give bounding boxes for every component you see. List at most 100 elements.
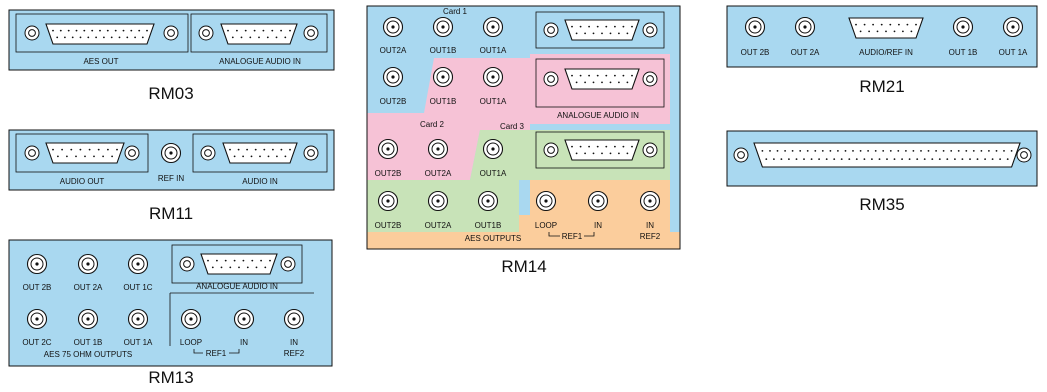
screw-icon (303, 25, 319, 41)
dsub-pin (244, 29, 247, 32)
dsub-pin (276, 155, 278, 158)
dsub-pin (961, 158, 964, 161)
dsub-pin (79, 36, 82, 39)
bnc-connector-icon (77, 308, 99, 330)
dsub-pin (898, 23, 900, 26)
label-c3-out2b: OUT2B (375, 221, 402, 230)
dsub-pin (91, 29, 94, 32)
dsub-pin (571, 74, 573, 77)
dsub-pin (905, 150, 907, 152)
dsub-pin (126, 36, 129, 39)
dsub-pin (70, 148, 73, 151)
dsub-connector-icon (222, 142, 298, 164)
dsub-pin (596, 25, 599, 28)
bnc-connector-icon (639, 190, 661, 212)
dsub-pin (984, 158, 986, 161)
dsub-pin (57, 155, 59, 158)
dsub-pin (609, 32, 612, 35)
rm03-analogue-box (190, 13, 328, 53)
screw-icon (1016, 147, 1032, 163)
dsub-pin (267, 155, 270, 158)
dsub-pin (110, 36, 113, 39)
label-out-1b: OUT 1B (74, 338, 103, 347)
dsub-pin (855, 23, 857, 26)
dsub-pin (141, 36, 144, 39)
dsub-pin (833, 158, 836, 161)
dsub-pin (571, 145, 573, 148)
dsub-pin (584, 152, 586, 155)
label-c3-out1a: OUT1A (480, 169, 507, 178)
dsub-pin (263, 148, 266, 151)
dsub-connector-icon (200, 253, 278, 275)
bnc-connector-icon (127, 308, 149, 330)
dsub-pin (130, 29, 133, 32)
dsub-pin (923, 158, 926, 161)
dsub-connector-icon (753, 142, 1021, 168)
bnc-connector-icon (432, 66, 454, 88)
label-ref1: REF1 (562, 232, 583, 241)
dsub-connector-icon (848, 17, 924, 39)
label-aes-75-ohm-outputs: AES 75 OHM OUTPUTS (44, 350, 132, 359)
dsub-pin (253, 29, 256, 32)
dsub-pin (75, 29, 78, 32)
dsub-pin (927, 150, 930, 152)
dsub-pin (106, 29, 109, 32)
dsub-pin (1006, 158, 1009, 161)
dsub-pin (859, 150, 862, 152)
panel-rm03: AES OUT ANALOGUE AUDIO IN RM03 (8, 9, 335, 103)
dsub-pin (231, 36, 234, 39)
dsub-pin (579, 145, 582, 148)
dsub-pin (67, 29, 70, 32)
dsub-pin (56, 36, 59, 39)
dsub-pin (609, 81, 612, 84)
rm14-dsub-box-2 (535, 58, 665, 108)
dsub-pin (605, 145, 608, 148)
dsub-pin (211, 266, 214, 269)
label-c3-out1b: OUT1B (475, 221, 502, 230)
bnc-connector-icon (482, 138, 504, 160)
label-ref1: REF1 (206, 349, 227, 358)
dsub-pin (935, 150, 937, 152)
dsub-pin (818, 158, 820, 161)
panel-rm14: Card 1 Card 2 Card 3 OUT2A OUT1B OUT1A O… (366, 5, 681, 276)
dsub-pin (264, 266, 267, 269)
dsub-pin (122, 29, 125, 32)
dsub-shell (45, 142, 125, 164)
dsub-shell (848, 17, 924, 39)
dsub-pin (271, 29, 274, 32)
dsub-pin (272, 148, 274, 151)
dsub-pin (626, 32, 629, 35)
dsub-pin (893, 30, 896, 33)
dsub-pin (999, 158, 1001, 161)
label-out-2a: OUT 2A (74, 283, 103, 292)
label-out-1a: OUT 1A (999, 48, 1028, 57)
dsub-pin (588, 25, 590, 28)
screw-icon (24, 25, 40, 41)
dsub-pin (618, 152, 620, 155)
dsub-pin (88, 148, 91, 151)
dsub-pin (114, 29, 117, 32)
dsub-pin (829, 150, 832, 152)
dsub-pin (229, 148, 231, 151)
dsub-pin (246, 266, 249, 269)
dsub-pin (249, 36, 252, 39)
dsub-pin (596, 74, 599, 77)
dsub-pin (255, 266, 258, 269)
label-in-ref2: IN (290, 338, 298, 347)
caption-rm03: RM03 (148, 84, 193, 103)
dsub-connector-icon (564, 68, 640, 90)
caption-rm21: RM21 (859, 77, 904, 96)
rm13-panel (8, 239, 333, 367)
label-out-2c: OUT 2C (22, 338, 51, 347)
label-analogue-audio-in: ANALOGUE AUDIO IN (196, 282, 278, 291)
dsub-pin (791, 150, 794, 152)
dsub-pin (275, 36, 278, 39)
label-out-1b: OUT 1B (949, 48, 978, 57)
dsub-pin (626, 152, 629, 155)
bnc-connector-icon (382, 16, 404, 38)
dsub-pin (605, 74, 608, 77)
dsub-pin (840, 158, 843, 161)
label-c2-out1a: OUT1A (480, 97, 507, 106)
dsub-connector-icon (45, 142, 125, 164)
bnc-connector-icon (1002, 16, 1024, 38)
